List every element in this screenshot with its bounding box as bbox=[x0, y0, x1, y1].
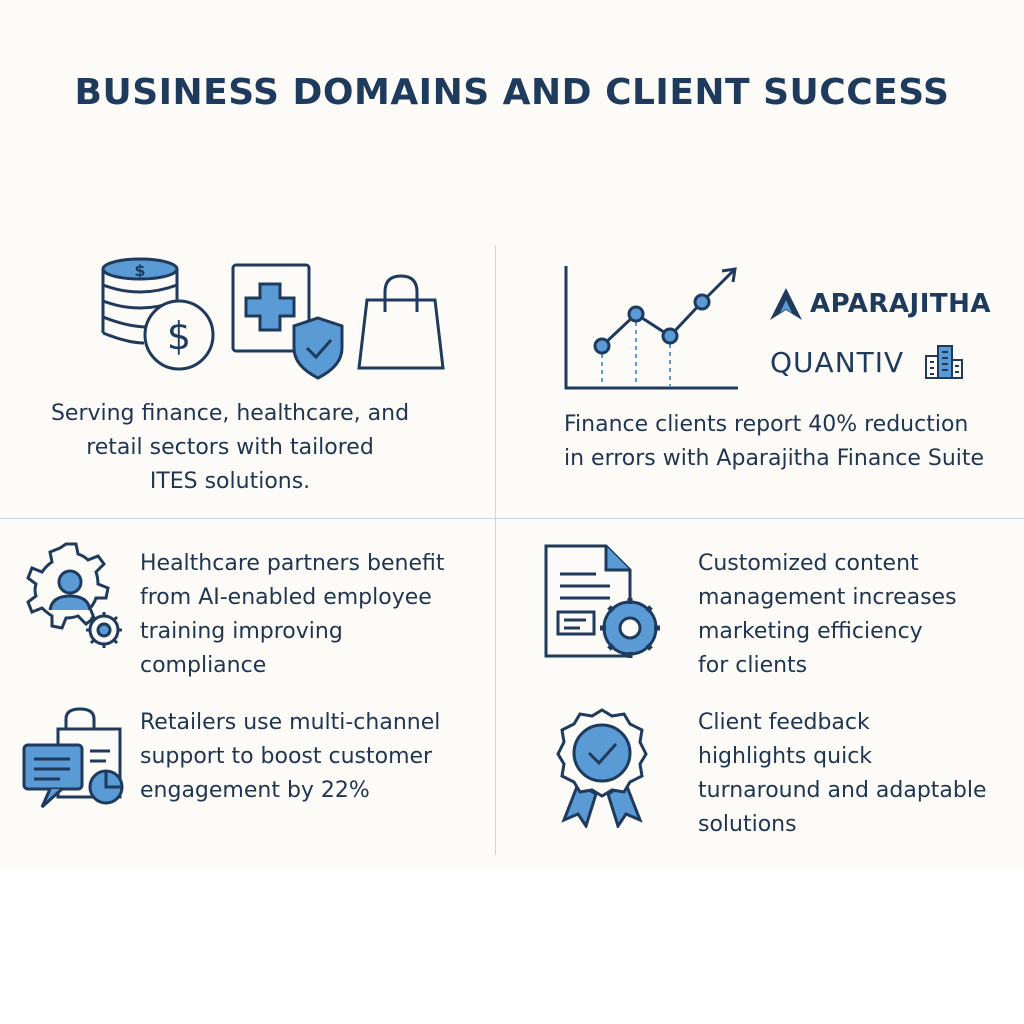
text-line: management increases bbox=[698, 585, 957, 610]
aparajitha-wordmark: APARAJITHA bbox=[810, 289, 992, 319]
text-line: Healthcare partners benefit bbox=[140, 551, 445, 576]
medical-shield-icon bbox=[231, 263, 344, 380]
shopping-bag-icon bbox=[357, 274, 445, 370]
healthcare-text: Healthcare partners benefit from AI-enab… bbox=[140, 547, 490, 683]
content-text: Customized content management increases … bbox=[698, 547, 1018, 683]
document-gear-icon bbox=[544, 544, 660, 658]
aparajitha-mark-icon bbox=[770, 288, 802, 320]
chat-bag-icon bbox=[22, 707, 124, 809]
award-badge-icon bbox=[556, 708, 648, 828]
text-line: solutions bbox=[698, 812, 797, 837]
text-line: in errors with Aparajitha Finance Suite bbox=[564, 446, 985, 471]
finance-text: Finance clients report 40% reduction in … bbox=[564, 408, 1014, 476]
sectors-text: Serving finance, healthcare, and retail … bbox=[20, 397, 440, 499]
growth-chart-icon bbox=[564, 266, 738, 390]
horizontal-divider bbox=[0, 518, 1024, 519]
svg-text:$: $ bbox=[134, 261, 145, 280]
retail-text: Retailers use multi-channel support to b… bbox=[140, 706, 490, 808]
text-line: Client feedback bbox=[698, 710, 870, 735]
quantiv-logo: QUANTIV bbox=[770, 344, 966, 380]
text-line: support to boost customer bbox=[140, 744, 433, 769]
vertical-divider bbox=[495, 245, 496, 855]
text-line: training improving bbox=[140, 619, 343, 644]
text-line: engagement by 22% bbox=[140, 778, 370, 803]
text-line: Finance clients report 40% reduction bbox=[564, 412, 969, 437]
coins-dollar-icon: $ $ bbox=[101, 257, 215, 371]
text-line: Retailers use multi-channel bbox=[140, 710, 441, 735]
content-panel bbox=[0, 0, 1024, 870]
text-line: Serving finance, healthcare, and bbox=[50, 401, 410, 426]
aparajitha-logo: APARAJITHA bbox=[768, 286, 991, 322]
building-icon bbox=[925, 345, 964, 379]
text-line: retail sectors with tailored bbox=[86, 435, 374, 460]
text-line: from AI-enabled employee bbox=[140, 585, 432, 610]
gear-user-icon bbox=[26, 542, 122, 648]
svg-text:$: $ bbox=[167, 314, 191, 358]
text-line: for clients bbox=[698, 653, 808, 678]
text-line: turnaround and adaptable bbox=[698, 778, 987, 803]
feedback-text: Client feedback highlights quick turnaro… bbox=[698, 706, 1018, 842]
text-line: compliance bbox=[140, 653, 267, 678]
text-line: Customized content bbox=[698, 551, 919, 576]
text-line: ITES solutions. bbox=[149, 469, 311, 494]
text-line: highlights quick bbox=[698, 744, 873, 769]
text-line: marketing efficiency bbox=[698, 619, 923, 644]
page-title: BUSINESS DOMAINS AND CLIENT SUCCESS bbox=[74, 72, 950, 113]
quantiv-wordmark: QUANTIV bbox=[770, 345, 905, 379]
